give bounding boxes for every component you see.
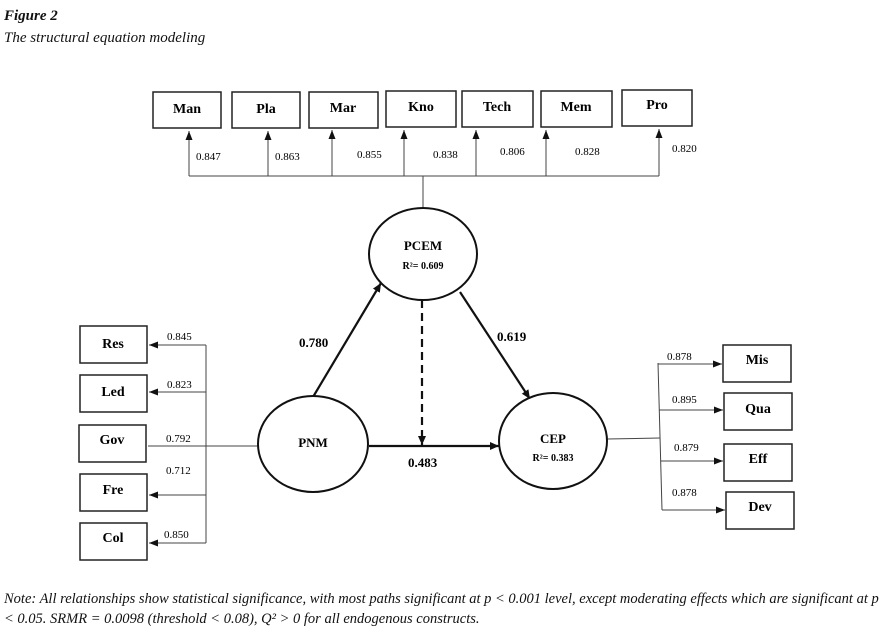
indicator-label: Res (102, 337, 124, 352)
path-coef-pcem-cep: 0.619 (497, 329, 527, 344)
loading-label: 0.879 (674, 442, 699, 454)
indicator-label: Pro (646, 98, 668, 113)
indicator-label: Mis (746, 353, 769, 368)
indicator-led: Led 0.823 (79, 374, 206, 413)
construct-pnm: PNM (257, 395, 369, 493)
indicator-pla: Pla 0.863 (231, 91, 301, 176)
loading-label: 0.878 (667, 351, 692, 363)
indicator-gov: Gov 0.792 (78, 424, 191, 463)
indicator-label: Pla (256, 102, 275, 117)
construct-r2: R²= 0.383 (533, 453, 574, 464)
construct-pcem: PCEM R²= 0.609 (368, 207, 478, 301)
indicator-dev: Dev 0.878 (662, 487, 795, 530)
indicator-fre: Fre 0.712 (79, 465, 206, 512)
pcem-indicators: Man 0.847 Pla 0.863 Mar 0.855 Kno 0.838 … (152, 89, 697, 215)
path-pcem-to-cep (459, 291, 531, 400)
loading-label: 0.850 (164, 529, 189, 541)
loading-label: 0.895 (672, 394, 697, 406)
loading-label: 0.806 (500, 146, 525, 158)
indicator-qua: Qua 0.895 (659, 392, 793, 431)
construct-cep: CEP R²= 0.383 (498, 392, 608, 490)
indicator-mis: Mis 0.878 (658, 344, 792, 383)
path-pnm-to-pcem (312, 282, 382, 398)
loading-label: 0.828 (575, 146, 600, 158)
figure-label: Figure 2 (4, 8, 58, 24)
figure-note: Note: All relationships show statistical… (4, 591, 879, 627)
indicator-label: Led (101, 385, 125, 400)
indicator-mem: Mem 0.828 (540, 90, 613, 176)
indicator-label: Tech (483, 100, 511, 115)
construct-name: PNM (298, 435, 328, 450)
loading-label: 0.863 (275, 151, 300, 163)
loading-label: 0.855 (357, 149, 382, 161)
pnm-indicators: Res 0.845 Led 0.823 Gov 0.792 Fre 0.712 … (78, 325, 260, 561)
indicator-label: Man (173, 102, 201, 117)
construct-name: PCEM (404, 238, 442, 253)
cep-bus-connector (606, 437, 661, 440)
indicator-label: Eff (749, 452, 768, 467)
loading-label: 0.838 (433, 149, 458, 161)
indicator-col: Col 0.850 (79, 522, 206, 561)
indicator-label: Fre (103, 483, 124, 498)
construct-name: CEP (540, 431, 566, 446)
indicator-mar: Mar 0.855 (308, 91, 382, 176)
loading-label: 0.845 (167, 331, 192, 343)
indicator-res: Res 0.845 (79, 325, 206, 364)
indicator-label: Qua (745, 402, 771, 417)
indicator-label: Mem (560, 100, 591, 115)
path-coef-pnm-cep: 0.483 (408, 455, 438, 470)
loading-label: 0.792 (166, 433, 191, 445)
indicator-pro: Pro 0.820 (621, 89, 697, 176)
indicator-label: Dev (748, 500, 771, 515)
indicator-man: Man 0.847 (152, 91, 222, 176)
loading-label: 0.823 (167, 379, 192, 391)
indicator-eff: Eff 0.879 (661, 442, 793, 482)
loading-label: 0.847 (196, 151, 221, 163)
indicator-label: Gov (100, 433, 125, 448)
structural-paths: 0.780 0.619 0.483 (299, 282, 531, 470)
loading-label: 0.820 (672, 143, 697, 155)
indicator-label: Mar (330, 101, 356, 116)
figure-title: The structural equation modeling (4, 30, 206, 46)
cep-indicator-bus (657, 362, 663, 511)
path-coef-pnm-pcem: 0.780 (299, 335, 328, 350)
indicator-label: Col (103, 531, 124, 546)
loading-label: 0.712 (166, 465, 191, 477)
indicator-tech: Tech 0.806 (461, 90, 534, 176)
indicator-label: Kno (408, 100, 434, 115)
indicator-kno: Kno 0.838 (385, 90, 458, 176)
loading-label: 0.878 (672, 487, 697, 499)
cep-indicators: Mis 0.878 Qua 0.895 Eff 0.879 Dev 0.878 (606, 344, 795, 530)
construct-r2: R²= 0.609 (403, 261, 444, 272)
